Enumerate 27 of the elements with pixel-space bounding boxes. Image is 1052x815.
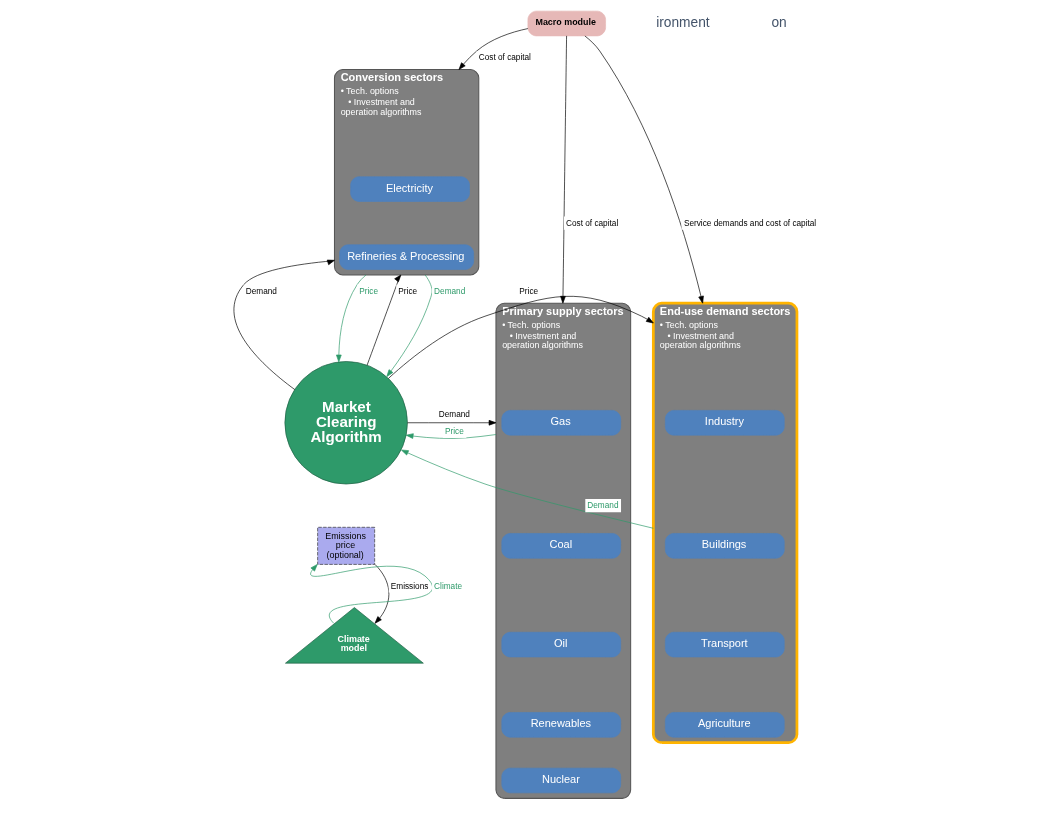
arrow xyxy=(366,274,402,366)
node-box: Nuclear xyxy=(501,767,622,794)
node-box: Buildings xyxy=(665,533,785,559)
arrow xyxy=(405,433,497,439)
node-box: Coal xyxy=(501,533,622,559)
label: ironment xyxy=(656,14,710,30)
arrow xyxy=(458,28,529,70)
arrow xyxy=(388,296,654,379)
node-box: Emissions price (optional) xyxy=(317,526,375,565)
node-box: Industry xyxy=(665,410,785,436)
arrow xyxy=(401,449,654,529)
arrow xyxy=(336,274,367,363)
node-box: Macro module xyxy=(527,10,606,37)
node-box: Gas xyxy=(501,410,622,436)
arrow xyxy=(233,259,335,390)
node-box: Electricity xyxy=(350,176,470,202)
arrow xyxy=(386,274,433,377)
node-box: Refineries & Processing xyxy=(339,244,474,270)
label: on xyxy=(771,14,787,30)
node-box: Agriculture xyxy=(665,712,785,738)
node-box: Oil xyxy=(501,631,622,658)
node-box: Transport xyxy=(665,631,785,658)
arrow xyxy=(407,420,497,426)
arrow xyxy=(374,564,390,624)
node-box: Renewables xyxy=(501,712,622,738)
arrow xyxy=(560,35,567,304)
arrow xyxy=(584,35,704,304)
